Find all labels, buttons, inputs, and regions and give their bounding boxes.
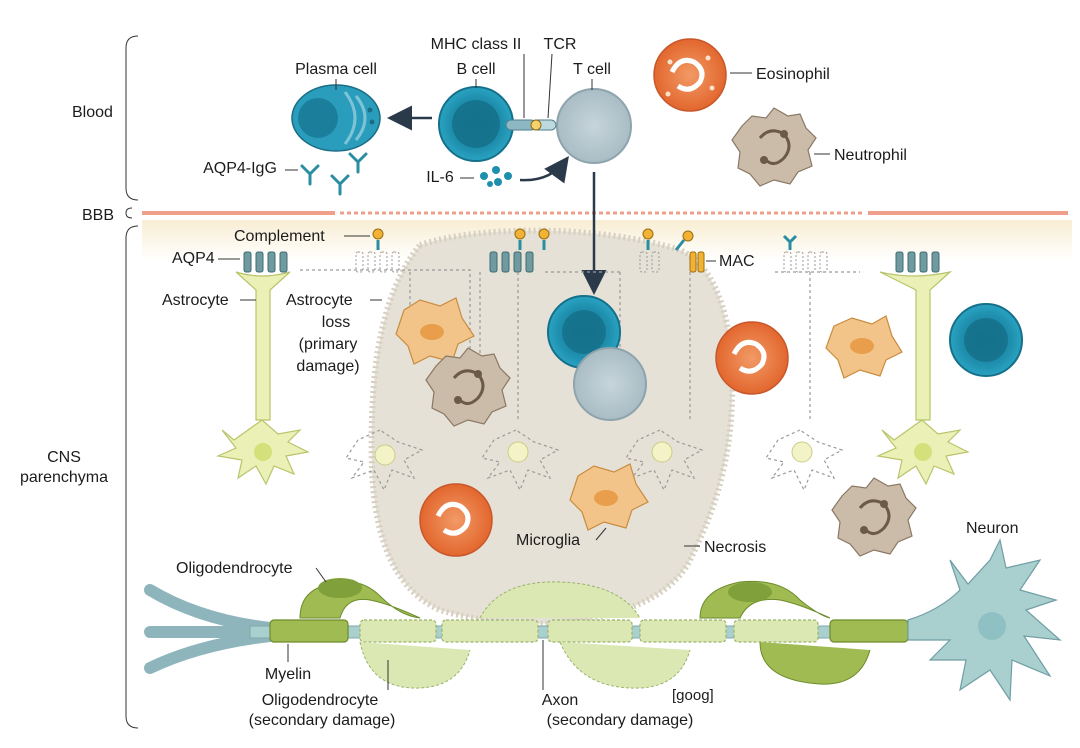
region-cns-label-2: parenchyma [20, 469, 108, 486]
il6-label: IL-6 [426, 169, 454, 186]
b-cell-nucleus [452, 100, 500, 148]
eosinophil-blood [653, 38, 727, 112]
aqp4-label: AQP4 [172, 250, 215, 267]
complement-label: Complement [234, 228, 325, 245]
aqp4-igg-antibodies [300, 152, 368, 196]
astrocyte-label: Astrocyte [162, 292, 229, 309]
microglia-label: Microglia [516, 532, 580, 549]
mac-label: MAC [719, 253, 755, 270]
astrocyte-loss-label-3: (primary [299, 336, 358, 353]
b-cell-cns-nucleus [562, 310, 606, 354]
eosinophil-cns-1 [715, 321, 789, 395]
il6-arrow [519, 155, 569, 184]
axon-label-2: (secondary damage) [547, 712, 694, 729]
astrocytes-lost [345, 429, 844, 492]
oligodendrocyte-label: Oligodendrocyte [176, 560, 293, 577]
aqp4-igg-label: AQP4-IgG [203, 160, 277, 177]
region-bbb-label: BBB [82, 207, 114, 224]
plasma-cell [291, 84, 381, 152]
tcr-label: TCR [544, 36, 577, 53]
astrocyte-loss-label-4: damage) [296, 358, 359, 375]
myelin-label: Myelin [265, 666, 311, 683]
neuron-label: Neuron [966, 520, 1018, 537]
aqp4-channels [243, 251, 940, 273]
astrocyte-right [875, 270, 970, 486]
necrosis-label: Necrosis [704, 539, 766, 556]
neuron [907, 538, 1062, 702]
astrocyte-loss-label-2: loss [322, 314, 350, 331]
myelin-damaged [359, 619, 819, 643]
b-cell-cns-right-nucleus [964, 318, 1008, 362]
plasma-cell-label: Plasma cell [295, 61, 377, 78]
region-blood-label: Blood [72, 104, 113, 121]
neutrophil-cns-1 [425, 347, 511, 427]
t-cell [556, 88, 632, 164]
astrocyte-left [215, 271, 310, 486]
mhc-tcr-synapse [505, 119, 557, 131]
t-cell-label: T cell [573, 61, 611, 78]
eosinophil-label: Eosinophil [756, 66, 830, 83]
axon-label-1: Axon [542, 692, 578, 709]
oligo-secondary-label-1: Oligodendrocyte [262, 692, 379, 709]
eosinophil-cns-2 [419, 483, 493, 557]
neutrophil-label: Neutrophil [834, 147, 907, 164]
region-brackets [125, 35, 139, 729]
region-cns-label-1: CNS [47, 449, 81, 466]
oligodendrocyte-right [699, 580, 871, 685]
neutrophil-blood [731, 107, 817, 187]
mac-complex [689, 251, 705, 273]
necrosis-region [368, 227, 736, 627]
astrocyte-loss-label-1: Astrocyte [286, 292, 353, 309]
oligo-secondary-label-2: (secondary damage) [249, 712, 396, 729]
complement-bound [372, 228, 798, 251]
microglia-nuclei [420, 324, 874, 506]
watermark: [ɡooɡ] [672, 687, 714, 704]
neutrophil-cns-2 [831, 477, 917, 557]
b-cell-label: B cell [456, 61, 495, 78]
mhc-class-ii-label: MHC class II [431, 36, 522, 53]
oligodendrocyte-left [299, 578, 421, 619]
t-cell-cns [573, 347, 647, 421]
aqp4-channels-lost [355, 251, 828, 273]
il6-molecules [480, 166, 512, 187]
